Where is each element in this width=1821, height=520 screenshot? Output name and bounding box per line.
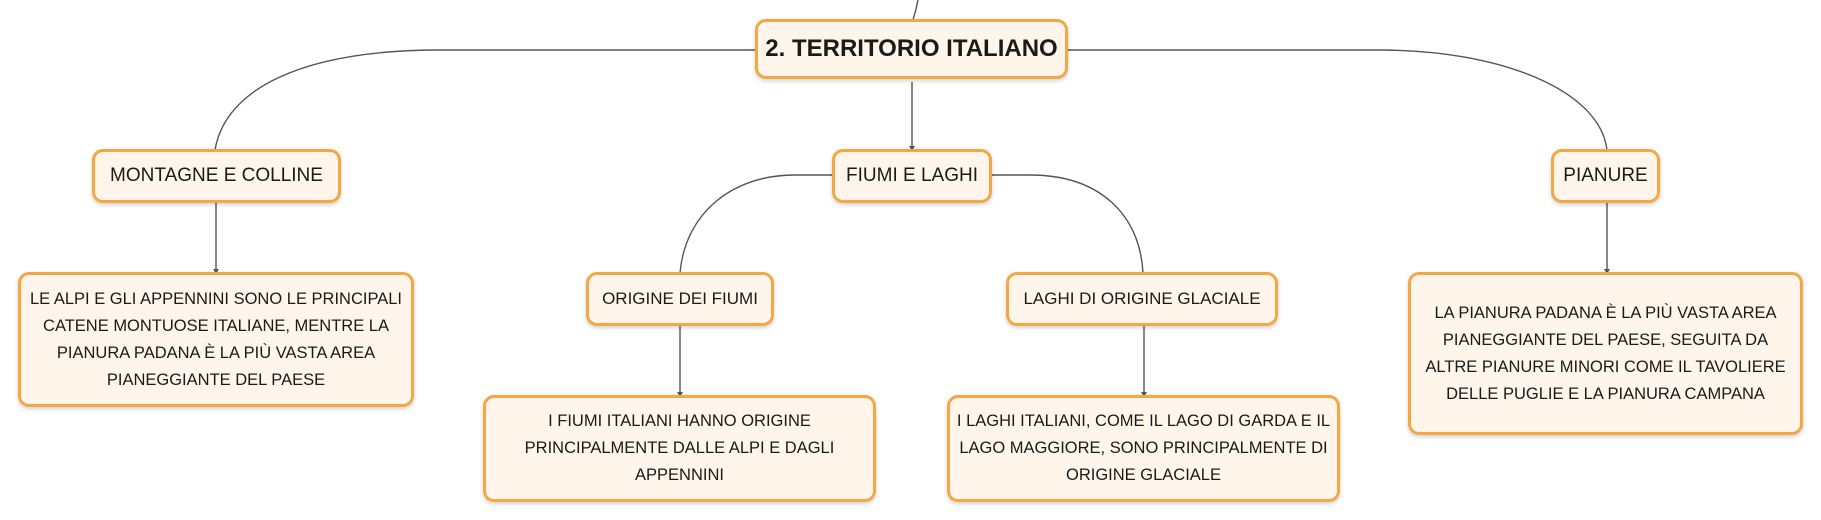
root-node[interactable]: 2. TERRITORIO ITALIANO (755, 19, 1068, 79)
fiumi-laghi-title: FIUMI E LAGHI (846, 165, 978, 186)
arrowhead-pianure-note (1604, 269, 1610, 274)
node-laghi-glaciali[interactable]: LAGHI DI ORIGINE GLACIALE (1006, 272, 1278, 326)
arrowhead-origine-note (677, 392, 683, 397)
connector-fiumi-laghi (991, 174, 1144, 274)
connector-fiumi-origine (679, 174, 832, 274)
root-title: 2. TERRITORIO ITALIANO (765, 35, 1058, 62)
note-montagne-colline[interactable]: LE ALPI E GLI APPENNINI SONO LE PRINCIPA… (18, 272, 414, 407)
origine-fiumi-note-text: I FIUMI ITALIANI HANNO ORIGINE PRINCIPAL… (524, 412, 835, 484)
node-montagne-colline[interactable]: MONTAGNE E COLLINE (92, 149, 341, 203)
parent-connector (912, 0, 919, 21)
arrowhead-montagne-note (213, 269, 219, 274)
montagne-title: MONTAGNE E COLLINE (110, 165, 323, 186)
node-fiumi-laghi[interactable]: FIUMI E LAGHI (832, 149, 992, 203)
arrowhead-root-fiumi (909, 146, 915, 151)
montagne-note-text: LE ALPI E GLI APPENNINI SONO LE PRINCIPA… (30, 289, 402, 389)
pianure-title: PIANURE (1563, 165, 1648, 186)
node-pianure[interactable]: PIANURE (1551, 149, 1660, 203)
laghi-note-text: I LAGHI ITALIANI, COME IL LAGO DI GARDA … (956, 412, 1331, 484)
connector-root-montagne (214, 49, 755, 151)
note-laghi-glaciali[interactable]: I LAGHI ITALIANI, COME IL LAGO DI GARDA … (947, 395, 1340, 502)
laghi-title: LAGHI DI ORIGINE GLACIALE (1023, 289, 1261, 308)
connector-root-pianure (1068, 49, 1608, 151)
pianure-note-text: LA PIANURA PADANA È LA PIÙ VASTA AREA PI… (1425, 303, 1786, 403)
note-pianure[interactable]: LA PIANURA PADANA È LA PIÙ VASTA AREA PI… (1408, 272, 1803, 435)
node-origine-fiumi[interactable]: ORIGINE DEI FIUMI (586, 272, 774, 326)
origine-fiumi-title: ORIGINE DEI FIUMI (602, 289, 758, 308)
note-origine-fiumi[interactable]: I FIUMI ITALIANI HANNO ORIGINE PRINCIPAL… (483, 395, 876, 502)
arrowhead-laghi-note (1141, 392, 1147, 397)
